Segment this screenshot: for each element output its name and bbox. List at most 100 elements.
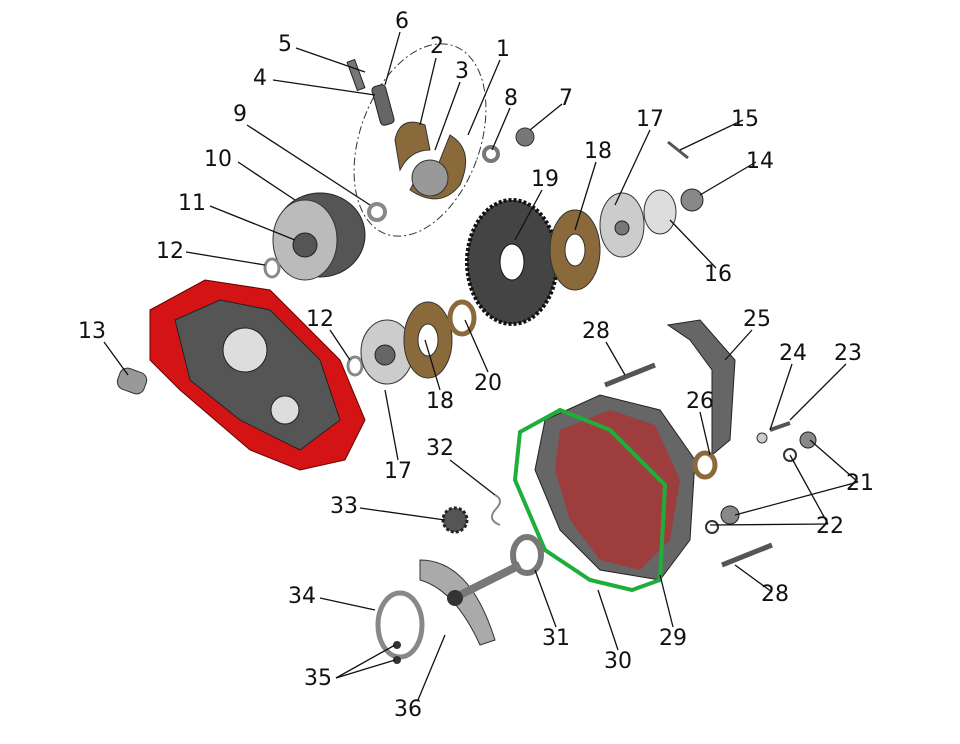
leader-line [734,564,773,593]
callout-35: 35 [304,644,396,691]
callout-number: 33 [330,494,358,519]
pinion-gear [441,506,469,534]
callout-18: 18 [424,339,454,414]
callout-17: 17 [614,107,664,206]
callout-number: 13 [78,319,106,344]
callout-number: 3 [455,59,469,84]
callout-33: 33 [330,494,446,521]
callout-11: 11 [178,191,296,241]
callout-number: 31 [542,626,570,651]
o-ring [705,520,719,534]
leader-line [491,107,511,151]
callout-28: 28 [734,564,789,607]
callout-13: 13 [78,319,129,376]
kick-spring [510,534,544,576]
leader-line [449,459,496,496]
callout-31: 31 [534,569,570,651]
leader-line [699,411,711,456]
leader-line [605,341,626,376]
leader-line [246,124,371,206]
callout-number: 15 [731,107,759,132]
clip [490,494,501,526]
leader-line [789,363,847,421]
callout-number: 32 [426,436,454,461]
callout-17: 17 [384,389,412,484]
leader-line [809,439,859,483]
leader-line [534,569,557,628]
washer [367,202,387,222]
leader-line [574,161,597,231]
callout-29: 29 [659,574,687,651]
leader-line [434,81,461,151]
callout-18: 18 [574,139,612,231]
callout-number: 10 [204,147,232,172]
washer [482,145,500,163]
retaining-plate [375,590,425,660]
callout-28: 28 [582,319,626,376]
callout-3: 3 [434,59,469,151]
callout-14: 14 [699,149,774,196]
screw [393,656,401,664]
plug [799,431,817,449]
leader-line [514,189,543,241]
callout-26: 26 [686,389,714,456]
oil-seal [692,450,718,480]
clutch-cover-edge [555,410,680,570]
callout-22: 22 [709,454,844,539]
callout-2: 2 [419,34,444,126]
bearing-bore [222,327,268,373]
callout-32: 32 [426,436,496,496]
leader-line [614,129,651,206]
leader-line [529,103,563,131]
leader-line [237,161,296,201]
leader-line [679,119,744,151]
hub [614,220,630,236]
callout-12: 12 [306,307,351,361]
clutch-shoe [394,121,431,172]
callout-20: 20 [464,319,502,396]
callout-number: 2 [430,34,444,59]
washer [263,257,281,279]
leader-line [424,339,441,391]
callout-12: 12 [156,239,266,266]
callout-24: 24 [769,341,807,431]
plug [720,505,740,525]
callout-number: 28 [582,319,610,344]
nut [515,127,535,147]
washer [756,432,768,444]
callout-number: 35 [304,666,332,691]
callout-number: 30 [604,649,632,674]
callout-number: 19 [531,167,559,192]
gear [292,232,318,258]
callout-number: 22 [816,514,844,539]
leader-line [209,205,296,241]
callout-25: 25 [724,307,771,361]
leader-line [734,481,859,516]
leader-line [669,219,717,269]
leader-line [699,161,757,196]
callout-4: 4 [253,66,376,96]
callout-16: 16 [669,219,732,287]
leader-line [724,329,753,361]
leader-line [384,389,399,461]
callout-number: 34 [288,584,316,609]
callout-number: 25 [743,307,771,332]
callout-number: 16 [704,262,732,287]
leader-line [335,659,396,679]
callout-number: 21 [846,471,874,496]
callout-number: 6 [395,9,409,34]
leader-line [709,523,829,526]
callout-number: 12 [156,239,184,264]
leader-line [769,363,793,431]
bolt [346,58,366,92]
callout-6: 6 [384,9,409,86]
leader-line [335,644,396,679]
callout-15: 15 [679,107,759,151]
ring [447,299,477,337]
callout-number: 23 [834,341,862,366]
callout-5: 5 [278,32,366,73]
callout-number: 9 [233,102,247,127]
leader-line [659,574,674,628]
bearing-bore [270,395,300,425]
